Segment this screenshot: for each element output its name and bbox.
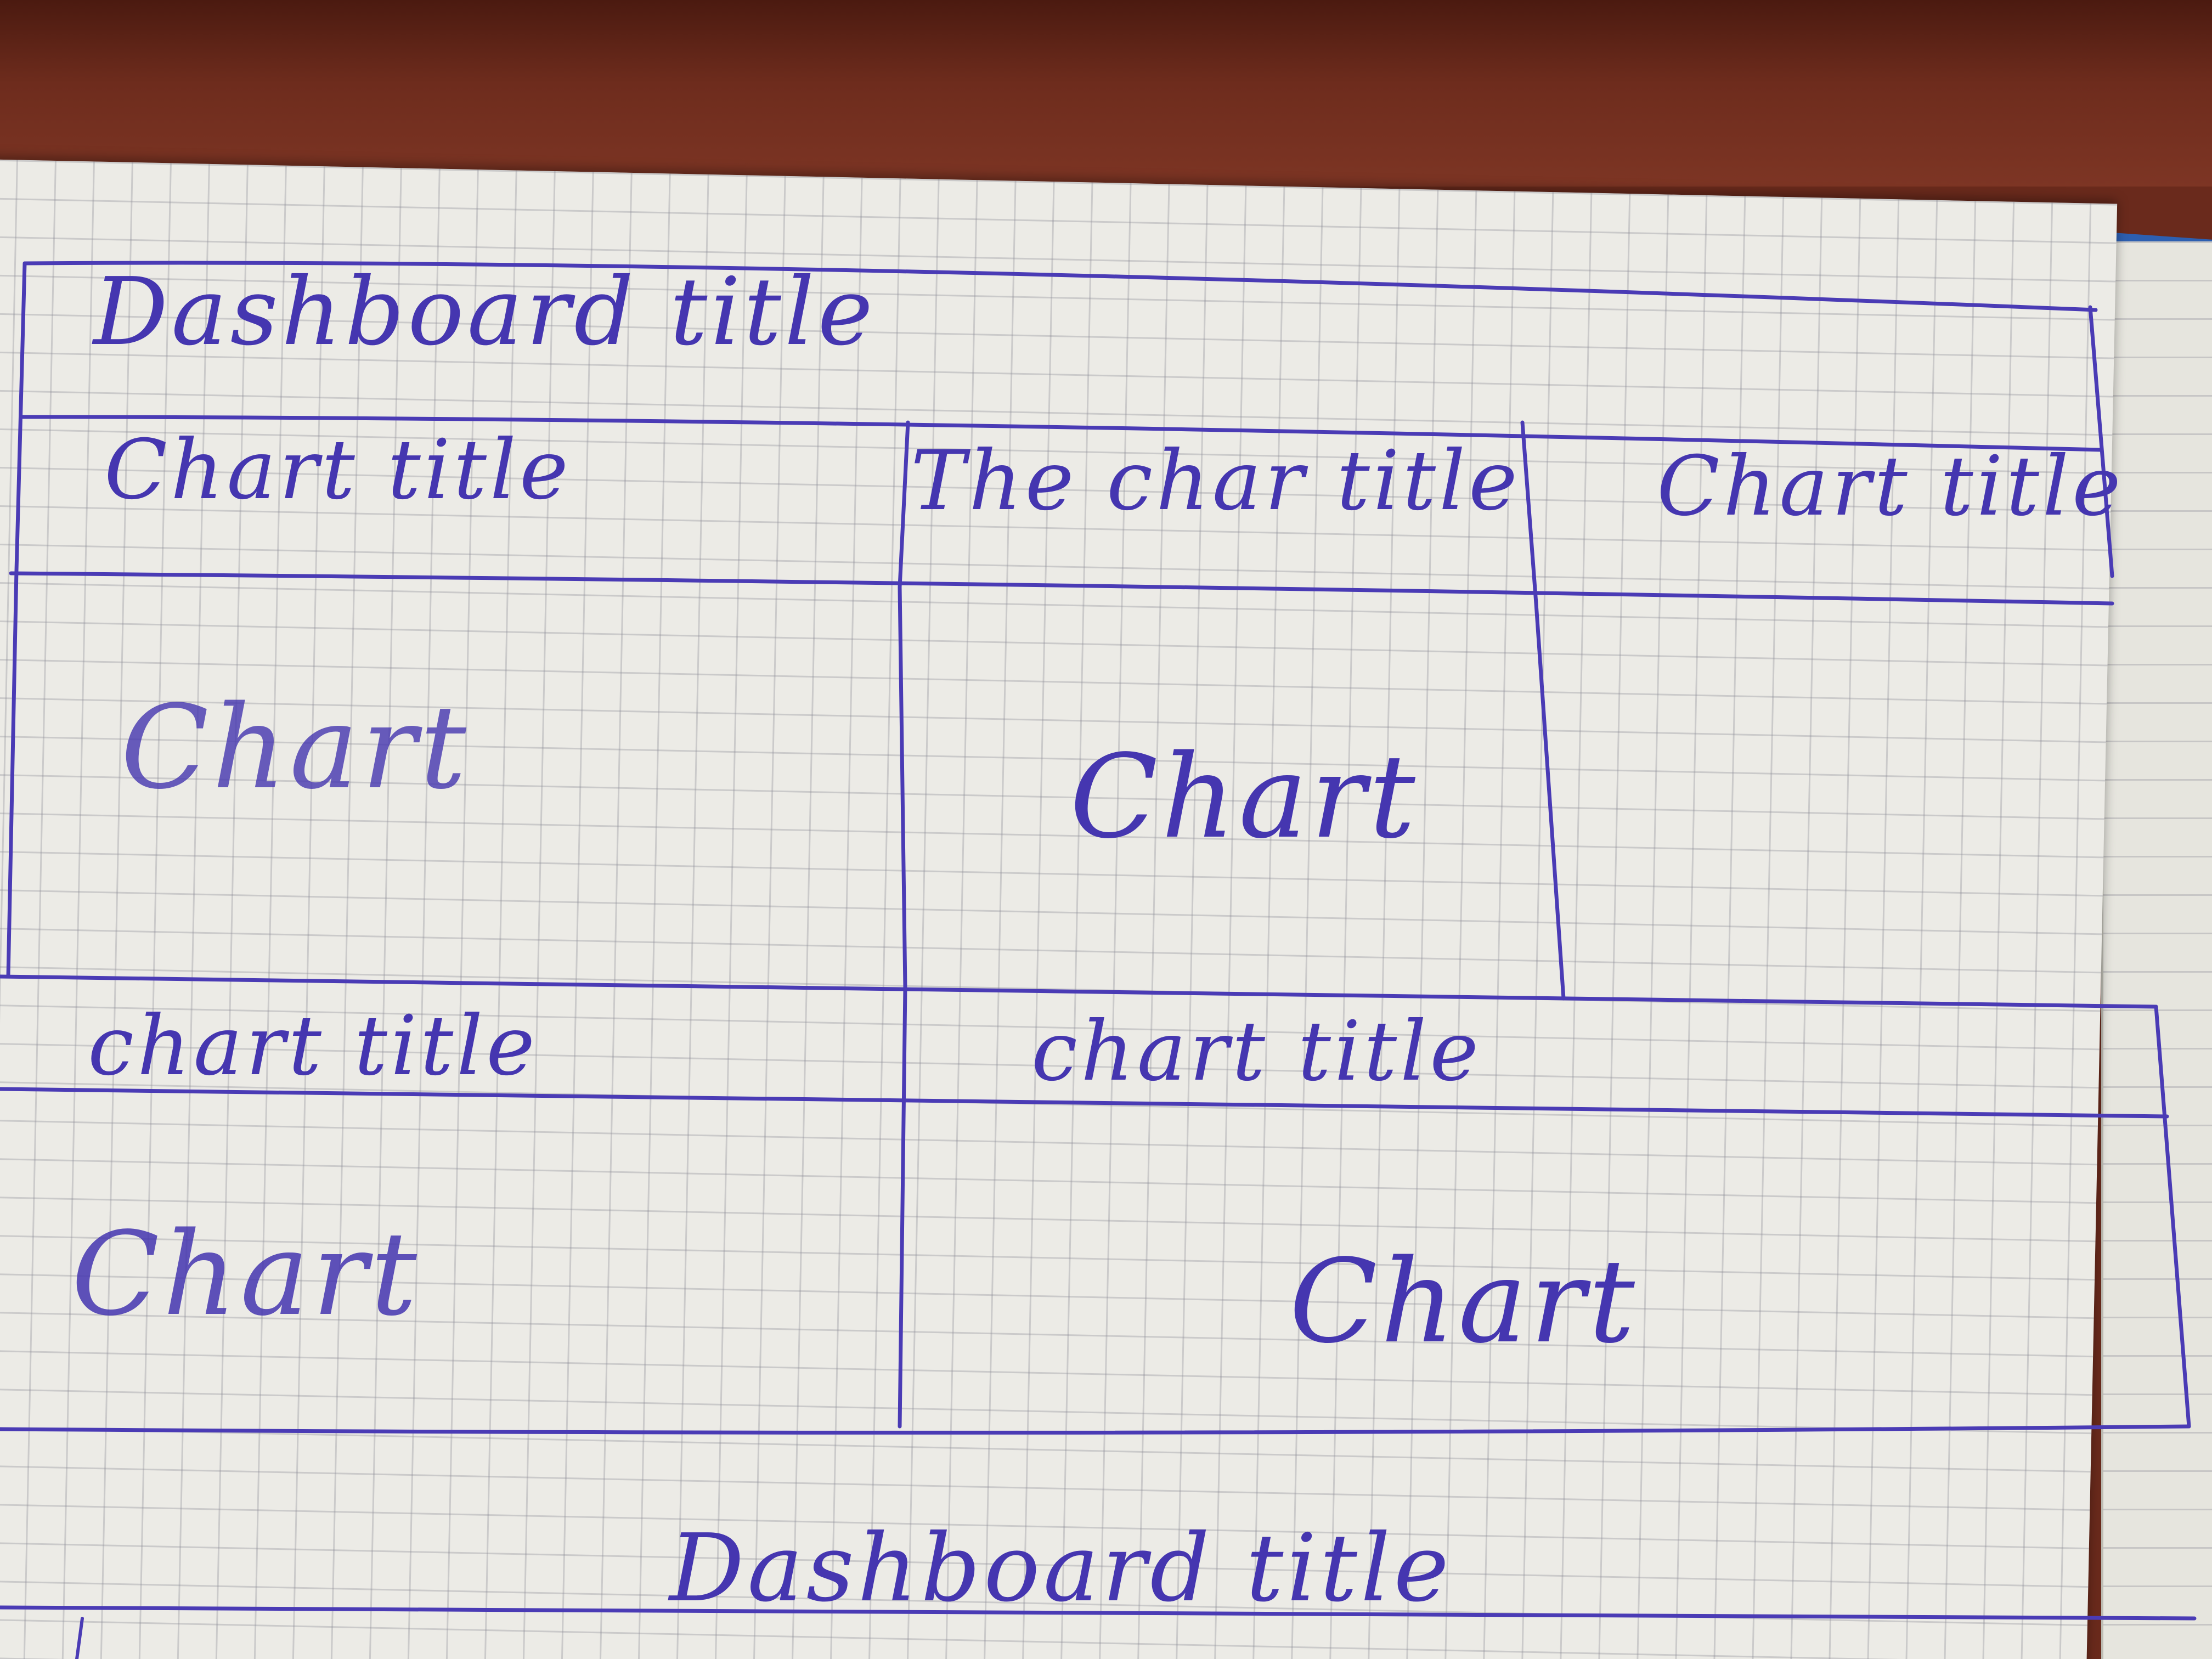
title-separator-line [20, 415, 2103, 452]
column-divider-1 [898, 420, 910, 1429]
chart-placeholder-r2c2: Chart [1289, 1234, 1638, 1369]
chart-placeholder-r1c1: Chart [121, 680, 470, 815]
dashboard-frame-right-line [2088, 305, 2114, 578]
dashboard-frame-left-line [6, 261, 27, 979]
chart-title-r1c1: Chart title [104, 422, 572, 518]
dashboard-frame-right-lower [2154, 1005, 2191, 1429]
chart-title-r2c1: chart title [88, 998, 538, 1094]
wooden-table [0, 0, 2212, 187]
column-divider-2 [1520, 420, 1566, 1001]
chart-title-r1c2: The char title [911, 433, 1521, 529]
dashboard-frame-bottom-line [0, 1424, 2191, 1435]
second-dashboard-top-line [0, 1605, 2197, 1621]
chart-title-r1c3: Chart title [1657, 439, 2124, 534]
next-page-edge [2101, 241, 2212, 1659]
footer-dashboard-title: Dashboard title [669, 1514, 1453, 1623]
chart-placeholder-r2c1: Chart [71, 1207, 420, 1341]
row2-header-line [0, 1087, 2169, 1119]
dashboard-frame-top-line [22, 261, 2098, 312]
second-dashboard-stroke [75, 1617, 84, 1659]
row1-header-line [9, 571, 2114, 606]
chart-placeholder-r1c2: Chart [1070, 730, 1419, 864]
dashboard-title: Dashboard title [93, 258, 877, 366]
chart-title-r2c2: chart title [1031, 1004, 1482, 1099]
